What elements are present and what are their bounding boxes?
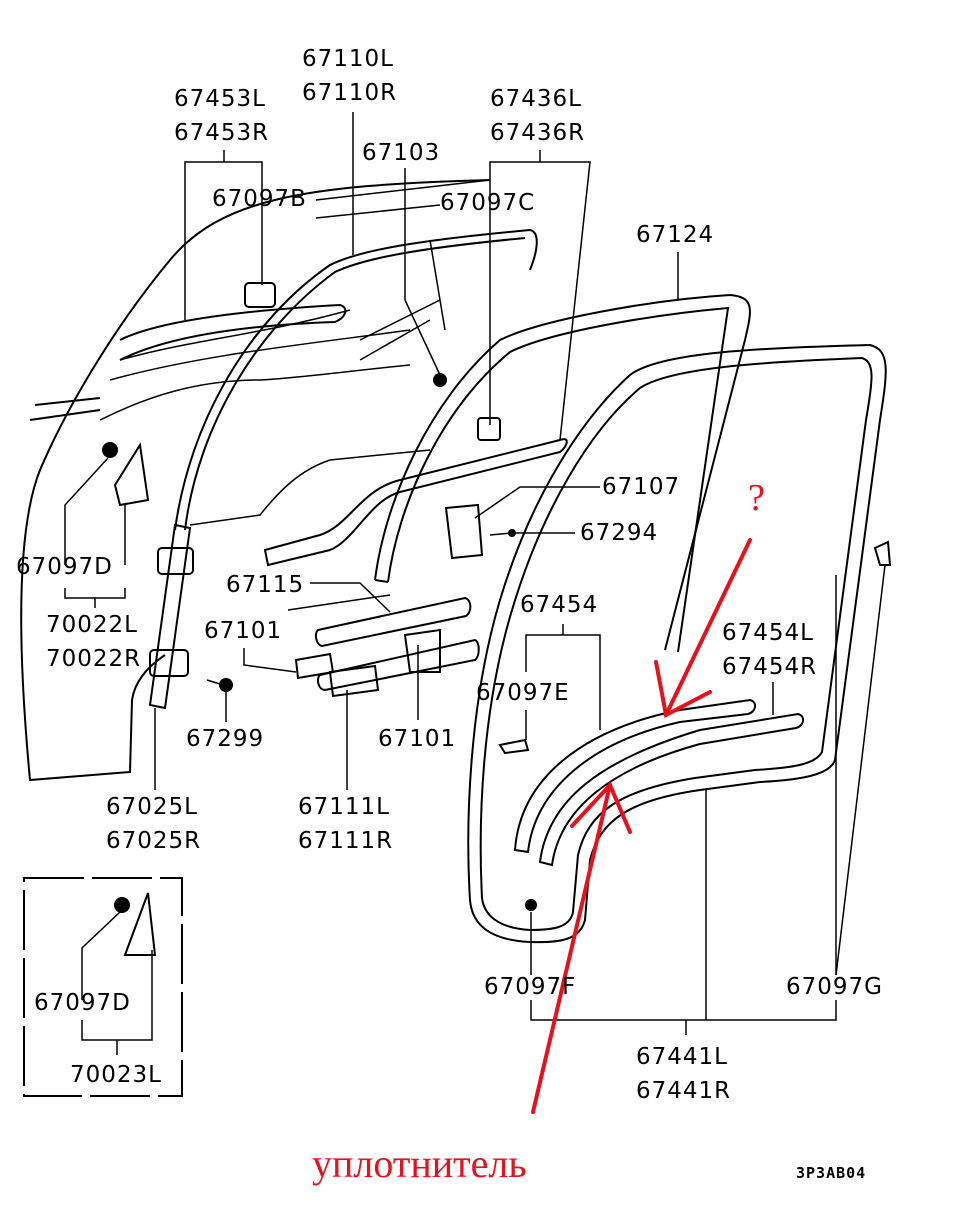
label-67110L: 67110L xyxy=(302,46,394,72)
red-annotations xyxy=(531,538,752,1114)
label-67454L: 67454L xyxy=(722,620,814,646)
label-70022R: 70022R xyxy=(46,646,142,672)
leader-lines xyxy=(64,112,886,1035)
part-67441-weatherstrip xyxy=(467,343,887,944)
label-67101-bottom: 67101 xyxy=(378,726,457,752)
label-67436L: 67436L xyxy=(490,86,582,112)
label-67097C: 67097C xyxy=(440,190,536,216)
label-67025L: 67025L xyxy=(106,794,198,820)
part-67110-glass xyxy=(174,228,538,531)
label-inset-67097D: 67097D xyxy=(34,990,131,1016)
label-67111R: 67111R xyxy=(298,828,394,854)
label-67097G: 67097G xyxy=(786,974,883,1000)
label-67097F: 67097F xyxy=(484,974,577,1000)
label-67453R: 67453R xyxy=(174,120,270,146)
label-67025R: 67025R xyxy=(106,828,202,854)
seal-annotation-text: уплотнитель xyxy=(312,1141,527,1186)
label-67097B: 67097B xyxy=(212,186,307,212)
label-67124: 67124 xyxy=(636,222,715,248)
part-67025-channel xyxy=(148,523,194,710)
part-67436-belt-weatherstrip xyxy=(263,417,568,567)
label-67453L: 67453L xyxy=(174,86,266,112)
label-67454R: 67454R xyxy=(722,654,818,680)
label-67097E: 67097E xyxy=(476,680,570,706)
label-67111L: 67111L xyxy=(298,794,390,820)
label-67441R: 67441R xyxy=(636,1078,732,1104)
part-67454-trim xyxy=(513,698,804,867)
label-67454: 67454 xyxy=(520,592,599,618)
part-67124-glass-run xyxy=(374,293,751,653)
label-67299: 67299 xyxy=(186,726,265,752)
part-runners xyxy=(294,596,480,698)
part-67453-belt-molding xyxy=(119,282,347,361)
label-67110R: 67110R xyxy=(302,80,398,106)
label-inset-70023L: 70023L xyxy=(70,1062,162,1088)
inset-box xyxy=(23,877,183,1097)
label-67115: 67115 xyxy=(226,572,305,598)
label-67441L: 67441L xyxy=(636,1044,728,1070)
door-shell xyxy=(20,179,491,782)
label-67097D: 67097D xyxy=(16,554,113,580)
clips xyxy=(102,373,892,911)
label-67294: 67294 xyxy=(580,520,659,546)
label-67101-top: 67101 xyxy=(204,618,283,644)
label-67107: 67107 xyxy=(602,474,681,500)
label-70022L: 70022L xyxy=(46,612,138,638)
label-67103: 67103 xyxy=(362,140,441,166)
question-mark-annotation: ? xyxy=(748,477,765,519)
part-67107-bracket xyxy=(444,503,516,560)
label-67436R: 67436R xyxy=(490,120,586,146)
diagram-code: 3P3AB04 xyxy=(796,1164,867,1182)
